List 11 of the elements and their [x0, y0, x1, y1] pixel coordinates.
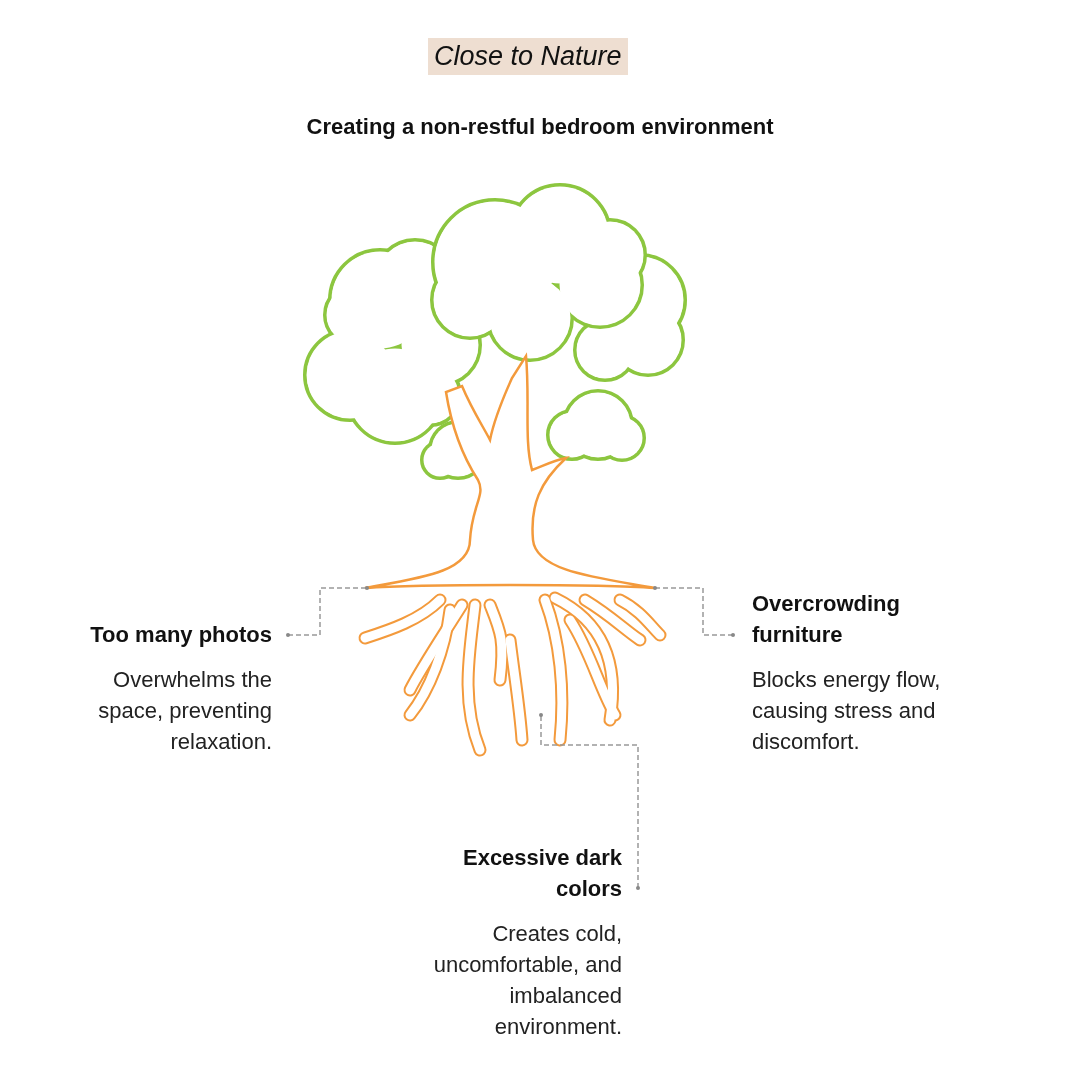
callout-description: Creates cold, uncomfortable, and imbalanced environment. [432, 920, 622, 1041]
leader-line [539, 713, 640, 890]
callout-description: Blocks energy flow, causing stress and discomfort. [752, 666, 942, 756]
callout-heading: Overcrowding furniture [752, 590, 901, 649]
tag-label: Close to Nature [428, 38, 628, 75]
callout-heading: Too many photos [89, 621, 272, 649]
callout-description: Overwhelms the space, preventing relaxation. [97, 666, 272, 756]
leader-line [286, 586, 369, 637]
diagram-title: Creating a non-restful bedroom environment [305, 114, 775, 140]
callout-heading: Excessive dark colors [461, 844, 622, 903]
leader-line [653, 586, 735, 637]
